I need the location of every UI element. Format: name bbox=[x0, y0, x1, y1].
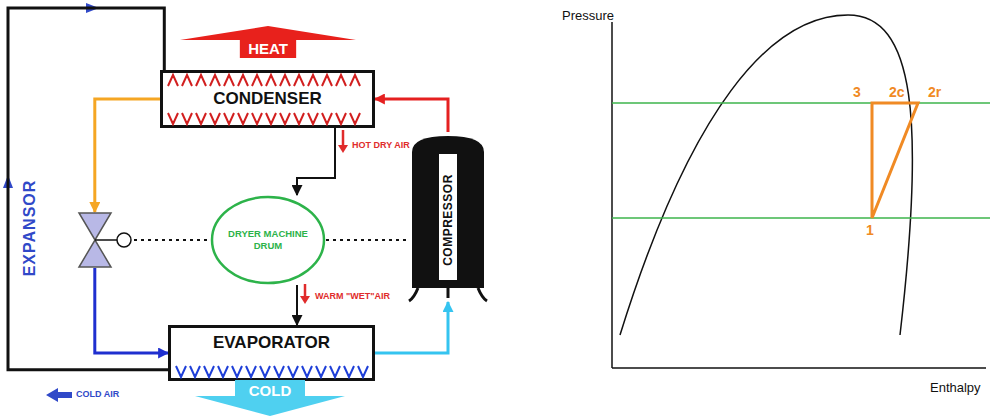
condenser-box: CONDENSER bbox=[160, 70, 375, 128]
node-label: EVAPORATOR bbox=[213, 333, 330, 353]
heat-arrow: HEAT bbox=[180, 26, 356, 58]
flow-label: HOT DRY AIR bbox=[350, 140, 412, 150]
node-label: CONDENSER bbox=[213, 89, 322, 109]
air-arrow bbox=[304, 284, 307, 297]
air-arrow bbox=[300, 296, 310, 304]
connector bbox=[134, 239, 210, 241]
node-label: COLD bbox=[249, 382, 292, 399]
state-point-label: 1 bbox=[866, 222, 874, 238]
connector bbox=[375, 99, 448, 132]
saturation-dome bbox=[620, 15, 913, 335]
cycle-path bbox=[872, 103, 918, 218]
state-point-label: 2c bbox=[889, 84, 905, 100]
node-label: DRYER MACHINE DRUM bbox=[222, 228, 314, 253]
connector bbox=[8, 8, 168, 370]
compressor-tank: COMPRESSOR bbox=[408, 132, 488, 302]
connector bbox=[296, 285, 298, 325]
air-arrow bbox=[338, 145, 348, 153]
axis-line bbox=[611, 22, 613, 368]
isobar-line bbox=[612, 102, 990, 103]
connector bbox=[326, 239, 408, 241]
connector bbox=[95, 99, 160, 212]
connector bbox=[375, 302, 448, 353]
air-arrow bbox=[342, 130, 345, 146]
node-label: HEAT bbox=[248, 40, 288, 57]
node-label: COMPRESSOR bbox=[441, 174, 455, 266]
flow-arrow bbox=[46, 388, 72, 402]
dryer-drum: DRYER MACHINE DRUM bbox=[210, 195, 326, 285]
air-label: COLD AIR bbox=[76, 389, 119, 399]
isobar-line bbox=[612, 217, 990, 218]
expansion-valve: EXPANSOR bbox=[78, 212, 134, 268]
axis-title: Pressure bbox=[562, 8, 614, 23]
valve-label: EXPANSOR bbox=[21, 180, 39, 277]
connector bbox=[297, 128, 335, 195]
axis-line bbox=[612, 367, 986, 369]
expansion-valve-outline bbox=[78, 212, 134, 268]
state-point-label: 2r bbox=[928, 84, 941, 100]
flow-label: WARM "WET"AIR bbox=[313, 291, 392, 301]
evaporator-box: EVAPORATOR bbox=[168, 325, 375, 381]
state-point-label: 3 bbox=[853, 84, 861, 100]
connector bbox=[95, 268, 168, 353]
axis-title: Enthalpy bbox=[930, 380, 981, 395]
cold-arrow: COLD bbox=[195, 380, 345, 416]
